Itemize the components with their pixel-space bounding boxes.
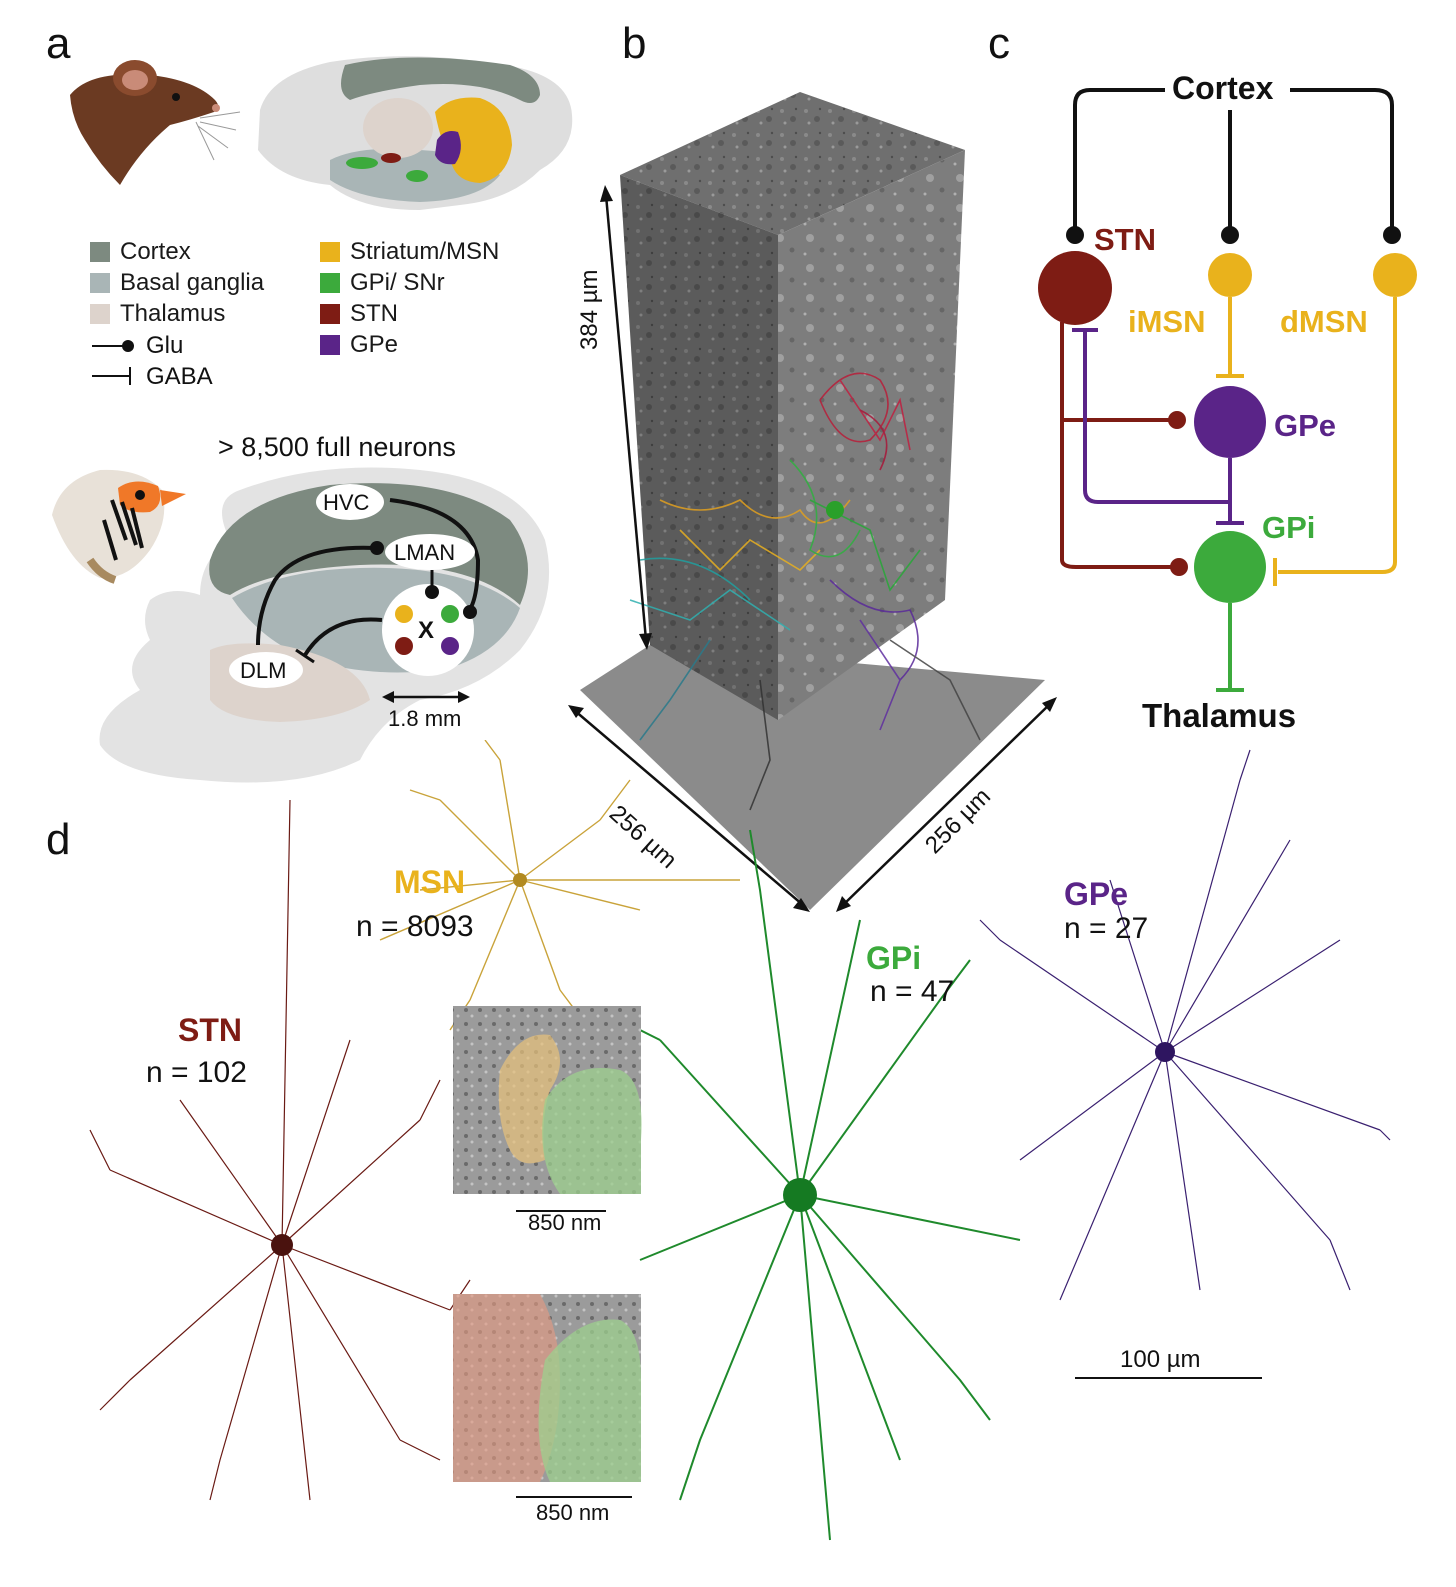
imsn-node (1208, 253, 1252, 297)
em-scale-bottom-label: 850 nm (536, 1500, 609, 1526)
gpe-neuron (980, 750, 1390, 1300)
em-inset-top (453, 1006, 642, 1211)
circuit-thalamus-label: Thalamus (1142, 697, 1296, 735)
gpe-name-label: GPe (1064, 876, 1128, 913)
legend-label: STN (350, 300, 398, 328)
circuit-cortex-label: Cortex (1172, 70, 1273, 107)
cortex-imsn-synapse (1221, 226, 1239, 244)
gpi-soma (783, 1178, 817, 1212)
basal-ganglia-circuit-diagram (1020, 60, 1456, 750)
circuit-gpi-label: GPi (1262, 510, 1315, 546)
gpi-count-label: n = 47 (870, 975, 954, 1009)
gpi-node (1194, 531, 1266, 603)
panel-letter-b: b (622, 22, 646, 66)
legend-item: Thalamus (90, 300, 225, 328)
legend-item: Basal ganglia (90, 269, 264, 297)
gpe-soma (1155, 1042, 1175, 1062)
legend-item: GPi/ SNr (320, 269, 445, 297)
legend-swatch (320, 304, 340, 324)
neuron-reconstructions (0, 740, 1456, 1587)
legend-item: Striatum/MSN (320, 238, 499, 266)
legend-swatch (320, 335, 340, 355)
gpe-node (1194, 386, 1266, 458)
legend-gaba-label: GABA (146, 363, 213, 391)
glu-terminal-icon (122, 340, 134, 352)
bird-neurons-title: > 8,500 full neurons (218, 432, 456, 463)
legend-label: Striatum/MSN (350, 238, 499, 266)
legend-label: GPe (350, 331, 398, 359)
volume-right-face (778, 150, 965, 720)
scale-bar-label: 100 µm (1120, 1346, 1201, 1374)
legend-label: Basal ganglia (120, 269, 264, 297)
legend-swatch (320, 273, 340, 293)
stn-neuron (90, 800, 470, 1500)
stn-soma (271, 1234, 293, 1256)
legend-label: Thalamus (120, 300, 225, 328)
circuit-gpe-label: GPe (1274, 408, 1336, 444)
legend-item: Cortex (90, 238, 191, 266)
em-scale-top-label: 850 nm (528, 1210, 601, 1236)
area-x-label: X (418, 617, 434, 645)
legend-item: STN (320, 300, 398, 328)
lman-label: LMAN (394, 540, 455, 566)
bird-scale-label: 1.8 mm (388, 706, 461, 732)
stn-node (1038, 251, 1112, 325)
legend-glu-label: Glu (146, 332, 183, 360)
stn-name-label: STN (178, 1012, 242, 1049)
dlm-label: DLM (240, 658, 286, 684)
legend-swatch (320, 242, 340, 262)
gpi-name-label: GPi (866, 940, 921, 977)
circuit-imsn-label: iMSN (1128, 304, 1206, 340)
legend-swatch (90, 242, 110, 262)
em-inset-bottom (453, 1294, 641, 1497)
legend-item: GPe (320, 331, 398, 359)
legend-label: Cortex (120, 238, 191, 266)
hvc-label: HVC (323, 490, 369, 516)
circuit-stn-label: STN (1094, 222, 1156, 258)
cortex-dmsn-synapse (1383, 226, 1401, 244)
zebra-finch-icon (52, 470, 186, 580)
legend-swatch (90, 273, 110, 293)
mouse-brain-diagram (258, 56, 572, 210)
stn-count-label: n = 102 (146, 1056, 247, 1090)
mouse-head-icon (70, 60, 240, 185)
msn-soma (513, 873, 527, 887)
volume-height-label: 384 µm (576, 269, 604, 350)
msn-name-label: MSN (394, 864, 465, 901)
msn-count-label: n = 8093 (356, 910, 474, 944)
panel-a-illustration (0, 0, 600, 800)
circuit-dmsn-label: dMSN (1280, 304, 1368, 340)
legend-swatch (90, 304, 110, 324)
dmsn-node (1373, 253, 1417, 297)
gpi-neuron (620, 830, 1020, 1540)
panel-letter-c: c (988, 22, 1010, 66)
gpe-count-label: n = 27 (1064, 912, 1148, 946)
legend-label: GPi/ SNr (350, 269, 445, 297)
cortex-stn-synapse (1066, 226, 1084, 244)
